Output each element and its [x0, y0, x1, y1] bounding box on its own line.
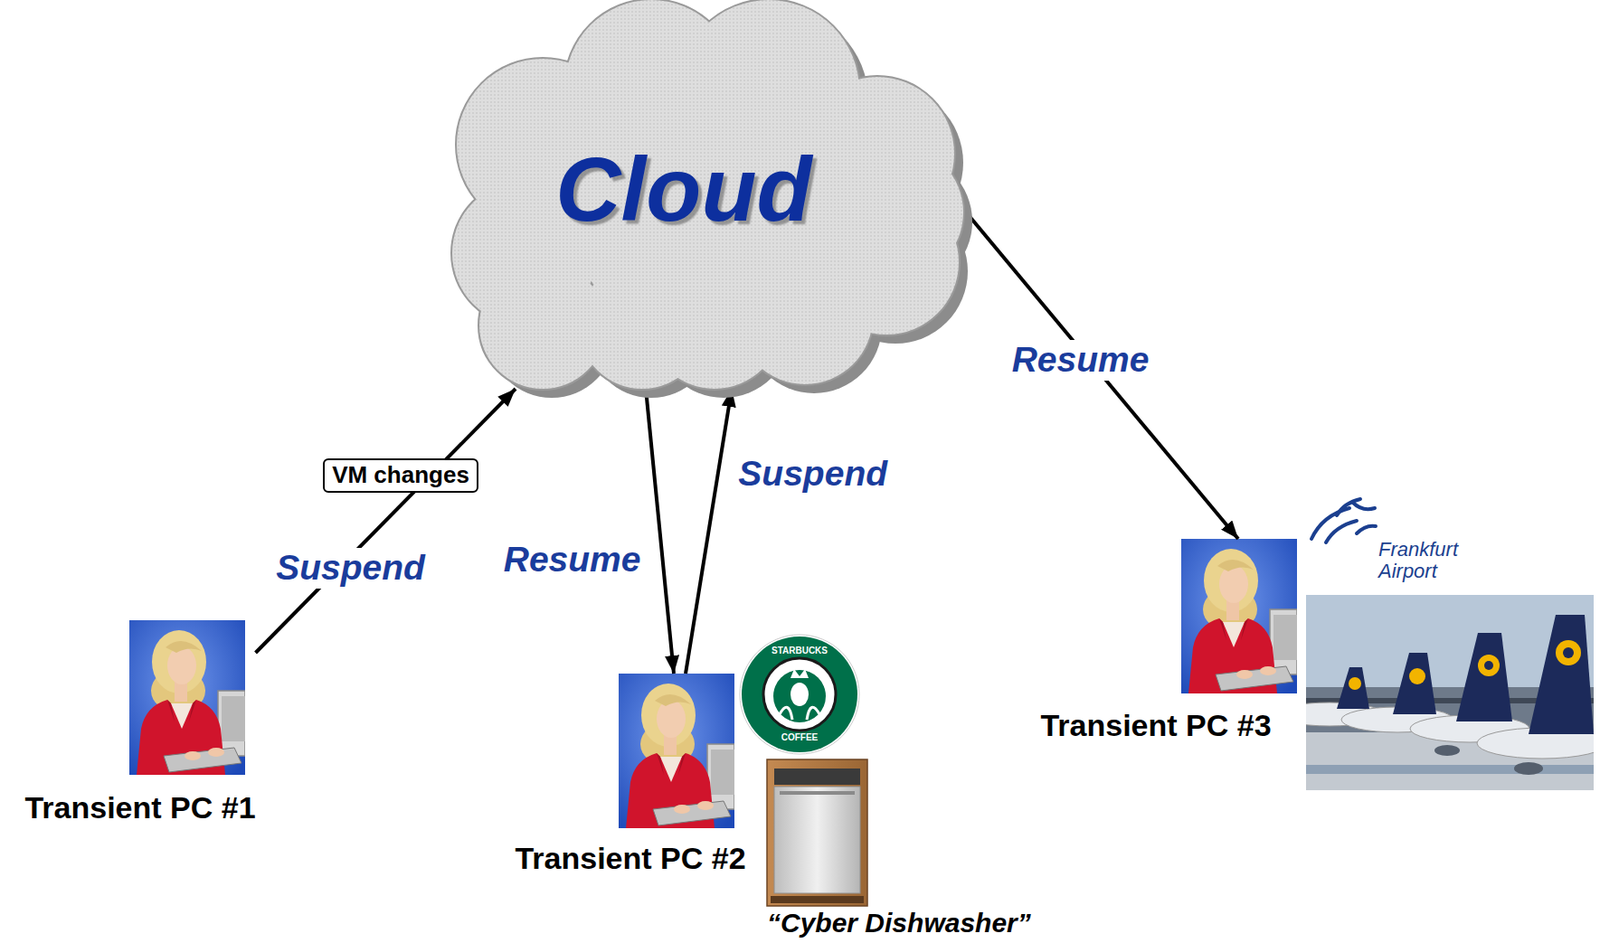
dishwasher-picture: [766, 759, 868, 907]
arrow-connector: [255, 388, 516, 654]
logo-text: COFFEE: [781, 733, 819, 743]
cloud-fill: [452, 0, 964, 389]
plane-engine: [1514, 762, 1544, 776]
logo-swoosh: [1325, 520, 1357, 543]
plane-tail: [1336, 667, 1370, 710]
edge-label: Suspend: [272, 548, 429, 589]
logo-swoosh: [1353, 502, 1375, 510]
sky: [1306, 595, 1594, 791]
tail-crane: [1562, 647, 1574, 659]
tail-emblem: [1409, 668, 1426, 685]
logo-ring: [739, 634, 860, 755]
dishwasher-base: [770, 896, 864, 904]
edge-label: Resume: [500, 539, 645, 581]
caption-label: “Cyber Dishwasher”: [766, 908, 1032, 940]
pc-label: Transient PC #1: [24, 790, 256, 826]
siren-face: [790, 682, 809, 707]
tail-emblem: [1555, 640, 1582, 666]
logo-swoosh: [1356, 526, 1376, 534]
pc-label: Transient PC #3: [1040, 708, 1271, 744]
tail-emblem: [1477, 654, 1500, 677]
cloud-border: [452, 0, 964, 389]
plane-engine: [1434, 745, 1460, 757]
person-photo: [129, 620, 246, 776]
edge-label: Resume: [1008, 340, 1154, 381]
logo-text: STARBUCKS: [771, 646, 828, 656]
logo-star: [765, 691, 771, 698]
transient-pc: Transient PC #1: [24, 620, 256, 827]
tail-emblem: [1348, 677, 1362, 691]
arrow-connector: [645, 388, 674, 674]
siren-figure: [773, 670, 826, 723]
pc-label: Transient PC #2: [514, 841, 746, 877]
person-photo: [618, 673, 735, 829]
airport-photo: [1306, 595, 1594, 791]
edge-label: Suspend: [734, 454, 891, 495]
logo-star: [828, 691, 834, 698]
plane-tail: [1392, 653, 1437, 715]
arrow-connector: [967, 214, 1239, 540]
cloud-title: Cloud: [555, 137, 812, 242]
siren-crown: [790, 669, 809, 679]
siren-tails: [779, 707, 820, 720]
airport-logo: [1311, 499, 1376, 543]
plane-tail: [1456, 633, 1513, 722]
annotation-box: VM changes: [322, 458, 479, 493]
tail-crane: [1484, 661, 1494, 671]
transient-pc: Transient PC #2: [514, 673, 746, 878]
plane-tail: [1528, 615, 1594, 735]
dishwasher-cabinet: [766, 759, 868, 907]
dishwasher-door: [774, 786, 861, 894]
dishwasher-panel: [774, 768, 861, 786]
logo-center: [763, 658, 836, 731]
coffee-logo: [739, 634, 860, 755]
tarmac-stripe: [1306, 765, 1594, 775]
dishwasher-handle: [779, 791, 855, 796]
transient-pc: Transient PC #3: [1040, 539, 1298, 745]
arrow-connector: [685, 388, 732, 674]
logo-text: Frankfurt Airport: [1378, 539, 1469, 583]
cloud-shape: Cloud: [443, 0, 968, 389]
logo-swoosh: [1336, 499, 1361, 516]
person-photo: [1181, 539, 1298, 694]
logo-ring: [741, 636, 858, 753]
